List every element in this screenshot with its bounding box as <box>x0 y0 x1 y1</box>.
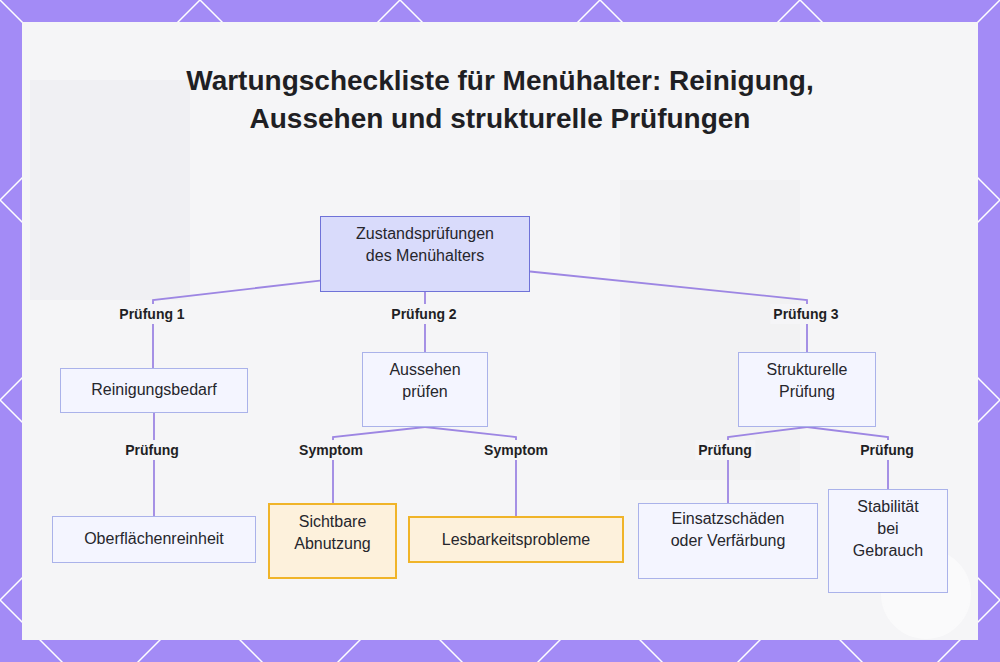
blur-shape <box>30 80 190 300</box>
connector <box>530 271 807 352</box>
symptom-box: Lesbarkeitsprobleme <box>408 516 624 563</box>
check-box: Oberflächenreinheit <box>52 516 256 563</box>
edge-label: Prüfung <box>695 440 755 460</box>
edge-label: Prüfung <box>857 440 917 460</box>
edge-label: Symptom <box>296 440 366 460</box>
edge-label: Prüfung 3 <box>770 304 841 324</box>
connector <box>728 427 807 503</box>
connector <box>333 427 425 503</box>
edge-label: Symptom <box>481 440 551 460</box>
node-label: Einsatzschäden oder Verfärbung <box>665 508 791 552</box>
node-label: Oberflächenreinheit <box>84 528 224 550</box>
node-label: Zustandsprüfungen des Menühalters <box>345 223 505 267</box>
node-label: Aussehen prüfen <box>375 359 475 403</box>
edge-label: Prüfung 1 <box>116 304 187 324</box>
node-label: Strukturelle Prüfung <box>751 359 863 403</box>
check-box: Strukturelle Prüfung <box>738 352 876 427</box>
blur-shape <box>620 180 800 480</box>
check-box: Reinigungsbedarf <box>60 368 248 413</box>
connector <box>153 413 155 516</box>
node-label: Stabilität bei Gebrauch <box>849 496 927 562</box>
node-label: Reinigungsbedarf <box>91 379 216 401</box>
check-box: Aussehen prüfen <box>362 352 488 427</box>
symptom-box: Sichtbare Abnutzung <box>268 503 397 579</box>
node-label: Lesbarkeitsprobleme <box>442 529 591 551</box>
edge-label: Prüfung <box>122 440 182 460</box>
node-label: Sichtbare Abnutzung <box>280 511 385 555</box>
edge-label: Prüfung 2 <box>388 304 459 324</box>
check-box: Stabilität bei Gebrauch <box>828 489 948 593</box>
connector <box>153 281 320 368</box>
root-box: Zustandsprüfungen des Menühalters <box>320 216 530 292</box>
diagram-title: Wartungscheckliste für Menühalter: Reini… <box>150 62 850 138</box>
panel <box>22 22 978 640</box>
check-box: Einsatzschäden oder Verfärbung <box>638 503 818 579</box>
